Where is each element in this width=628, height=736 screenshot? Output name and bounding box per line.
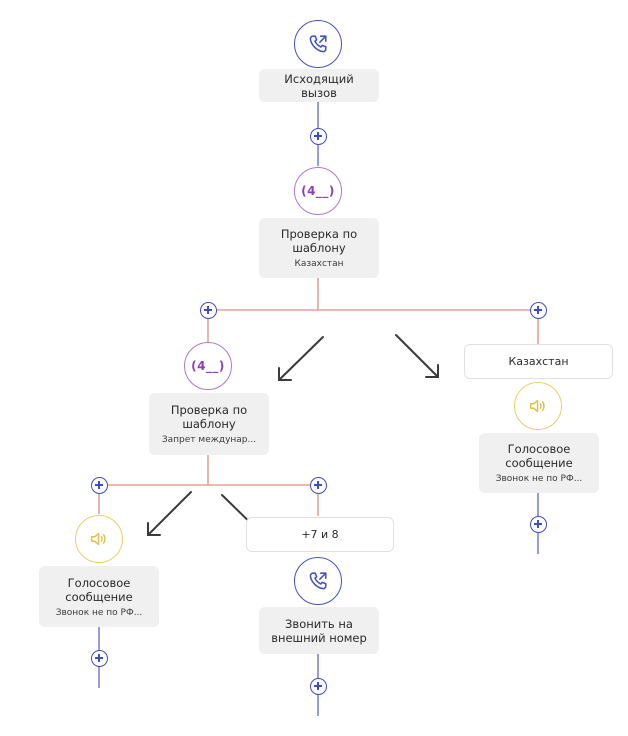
node-title: Проверка по шаблону — [170, 403, 248, 431]
template-check-node[interactable]: Проверка по шаблону Казахстан — [259, 218, 379, 278]
add-branch-button[interactable] — [530, 302, 547, 319]
node-title: Исходящий вызов — [284, 71, 354, 100]
node-title: Голосовое сообщение — [505, 442, 573, 470]
template-pattern-icon: (4__) — [191, 359, 225, 373]
node-subtitle: Запрет междунар... — [161, 435, 257, 445]
node-title: Голосовое сообщение — [65, 575, 133, 604]
add-branch-button[interactable] — [91, 477, 108, 494]
add-branch-button[interactable] — [310, 477, 327, 494]
call-external-node[interactable]: Звонить на внешний номер — [259, 607, 379, 654]
condition-text: Казахстан — [508, 355, 569, 368]
add-branch-button[interactable] — [200, 302, 217, 319]
phone-outgoing-icon — [309, 35, 327, 53]
arrow-down-right-icon — [395, 334, 439, 378]
arrow-down-left-icon — [147, 491, 192, 536]
template-check-node[interactable]: Проверка по шаблону Запрет междунар... — [149, 393, 269, 455]
node-subtitle: Звонок не по РФ... — [495, 474, 583, 484]
add-step-button[interactable] — [310, 128, 327, 145]
outgoing-call-node[interactable]: Исходящий вызов — [259, 69, 379, 102]
add-step-button[interactable] — [91, 650, 108, 667]
template-check-node-icon[interactable]: (4__) — [184, 342, 232, 390]
speaker-icon — [90, 532, 106, 546]
template-check-node-icon[interactable]: (4__) — [294, 167, 342, 215]
speaker-icon — [529, 399, 545, 413]
node-title: Проверка по шаблону — [280, 227, 358, 255]
voice-message-node[interactable]: Голосовое сообщение Звонок не по РФ... — [479, 433, 599, 493]
branch-condition-label[interactable]: +7 и 8 — [246, 517, 394, 552]
add-step-button[interactable] — [310, 678, 327, 695]
node-subtitle: Звонок не по РФ... — [55, 607, 143, 618]
node-subtitle: Казахстан — [294, 259, 344, 269]
node-title: Звонить на внешний номер — [271, 616, 367, 645]
condition-text: +7 и 8 — [301, 528, 339, 541]
call-external-node-icon[interactable] — [294, 557, 342, 605]
phone-outgoing-icon — [309, 572, 327, 590]
template-pattern-icon: (4__) — [301, 184, 335, 198]
voice-message-node[interactable]: Голосовое сообщение Звонок не по РФ... — [39, 566, 159, 627]
outgoing-call-node-icon[interactable] — [294, 20, 342, 68]
add-step-button[interactable] — [530, 516, 547, 533]
branch-condition-label[interactable]: Казахстан — [464, 344, 613, 379]
voice-message-node-icon[interactable] — [514, 382, 562, 430]
voice-message-node-icon[interactable] — [75, 515, 123, 563]
arrow-down-left-icon — [278, 336, 324, 381]
